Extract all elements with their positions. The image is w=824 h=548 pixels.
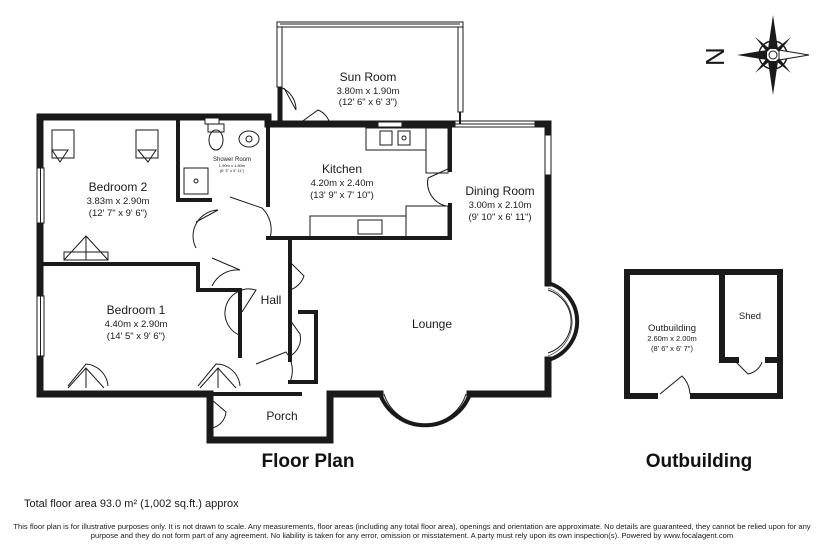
sun-room-imperial: (12' 6" x 6' 3") xyxy=(339,97,397,108)
kitchen-metric: 4.20m x 2.40m xyxy=(311,178,374,189)
exterior-walls xyxy=(36,113,552,444)
hall-name: Hall xyxy=(261,293,282,307)
outbuilding-heading: Outbuilding xyxy=(646,451,753,472)
sun-room-metric: 3.80m x 1.90m xyxy=(337,86,400,97)
dining-room-imperial: (9' 10" x 6' 11") xyxy=(468,212,531,223)
shed-name: Shed xyxy=(739,311,761,322)
lounge-name: Lounge xyxy=(412,317,452,331)
kitchen-name: Kitchen xyxy=(322,162,362,176)
kitchen-imperial: (13' 9" x 7' 10") xyxy=(310,190,374,201)
interior-walls xyxy=(38,115,452,396)
shower-fixtures xyxy=(183,117,260,195)
sun-room-walls xyxy=(276,21,464,125)
outbuilding-walls xyxy=(624,269,783,399)
total-floor-area: Total floor area 93.0 m² (1,002 sq.ft.) … xyxy=(24,498,239,510)
compass-icon xyxy=(737,15,810,95)
floor-plan-heading: Floor Plan xyxy=(262,451,355,472)
room-labels: Sun Room 3.80m x 1.90m (12' 6" x 6' 3") … xyxy=(87,70,762,472)
bedroom1-metric: 4.40m x 2.90m xyxy=(105,319,168,330)
shower-room-imperial: (6' 3" x 5' 11") xyxy=(220,168,245,173)
porch-name: Porch xyxy=(266,409,297,423)
bedroom1-name: Bedroom 1 xyxy=(107,303,166,317)
disclaimer-text: This floor plan is for illustrative purp… xyxy=(13,522,811,540)
bedroom1-imperial: (14' 5" x 9' 6") xyxy=(107,331,165,342)
compass-north-label: N xyxy=(700,47,730,66)
outbuilding-imperial: (8' 6" x 6' 7") xyxy=(651,344,693,353)
bedroom2-imperial: (12' 7" x 9' 6") xyxy=(89,208,147,219)
outbuilding-metric: 2.60m x 2.00m xyxy=(647,334,697,343)
dining-room-metric: 3.00m x 2.10m xyxy=(469,200,532,211)
dining-room-name: Dining Room xyxy=(465,184,534,198)
windows-left xyxy=(36,120,552,357)
bedroom2-name: Bedroom 2 xyxy=(89,180,148,194)
shower-room-metric: 1.90m x 1.80m xyxy=(219,163,246,168)
bay-windows xyxy=(378,281,580,428)
wardrobes xyxy=(51,129,237,389)
outbuilding-name: Outbuilding xyxy=(648,323,696,334)
bedroom2-metric: 3.83m x 2.90m xyxy=(87,196,150,207)
outbuilding-doors xyxy=(658,361,763,400)
kitchen-fixtures xyxy=(309,121,449,239)
sun-room-name: Sun Room xyxy=(340,70,397,84)
shower-room-name: Shower Room xyxy=(213,157,251,163)
door-swings xyxy=(51,149,451,429)
